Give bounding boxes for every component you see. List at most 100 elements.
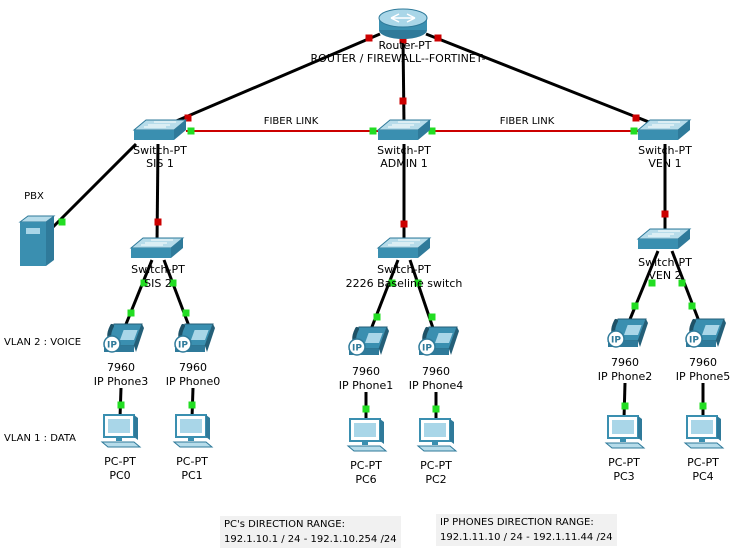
phone-model-label: 7960 [611, 356, 639, 369]
fiber-link-label: FIBER LINK [264, 116, 319, 127]
pc-name-label: PC2 [425, 473, 446, 486]
port-status-indicator [388, 279, 396, 287]
switch-name-label-ven1: VEN 1 [648, 157, 681, 170]
pc-range-title: PC's DIRECTION RANGE: [224, 519, 345, 530]
port-status-indicator [182, 309, 190, 317]
port-status-indicator [117, 401, 125, 409]
switch-type-label: Switch-PT [377, 263, 431, 276]
vlan-voice-label: VLAN 2 : VOICE [4, 337, 81, 348]
phone-name-label: IP Phone2 [598, 370, 652, 383]
switch-name-label-baseline: 2226 Baseline switch [346, 277, 463, 290]
port-status-indicator [428, 127, 436, 135]
port-status-indicator [648, 279, 656, 287]
phone-model-label: 7960 [422, 365, 450, 378]
pc-name-label: PC0 [109, 469, 130, 482]
switch-type-label: Switch-PT [638, 256, 692, 269]
phone-name-label: IP Phone4 [409, 379, 463, 392]
port-status-indicator [434, 34, 442, 42]
port-status-indicator [632, 114, 640, 122]
pc-icon[interactable] [417, 418, 457, 452]
router-to-admin1-link [401, 37, 406, 125]
pc-name-label: PC1 [181, 469, 202, 482]
switch-icon-ven2[interactable] [637, 228, 691, 250]
port-status-indicator [621, 402, 629, 410]
port-status-indicator [373, 313, 381, 321]
phone-name-label: IP Phone1 [339, 379, 393, 392]
port-status-indicator [678, 279, 686, 287]
router-name-label: ROUTER / FIREWALL--FORTINET-- [311, 52, 490, 65]
phone-name-label: IP Phone3 [94, 375, 148, 388]
ip-phone-icon[interactable] [173, 322, 217, 354]
links-layer [46, 32, 705, 422]
switch-type-label: Switch-PT [131, 263, 185, 276]
switch-to-phone-link [624, 250, 660, 330]
port-status-indicator [140, 279, 148, 287]
phone-model-label: 7960 [107, 361, 135, 374]
switch-icon-admin1[interactable] [377, 119, 431, 141]
pc-icon[interactable] [605, 415, 645, 449]
port-status-indicator [154, 218, 162, 226]
phone-name-label: IP Phone5 [676, 370, 730, 383]
port-status-indicator [362, 405, 370, 413]
switch-name-label-ven2: VEN 2 [648, 269, 681, 282]
ip-phone-icon[interactable] [417, 325, 461, 357]
port-status-indicator [631, 302, 639, 310]
switch-icon-sis2[interactable] [130, 237, 184, 259]
ip-phone-icon[interactable] [684, 317, 728, 349]
pbx-label: PBX [24, 191, 44, 202]
pc-name-label: PC6 [355, 473, 376, 486]
switch-icon-baseline[interactable] [377, 237, 431, 259]
router-to-ven1-link [425, 32, 665, 130]
ip-phone-icon[interactable] [347, 325, 391, 357]
port-status-indicator [184, 114, 192, 122]
router-type-label: Router-PT [378, 39, 431, 52]
pc-icon[interactable] [101, 414, 141, 448]
pc-type-label: PC-PT [176, 455, 208, 468]
pc-icon[interactable] [347, 418, 387, 452]
port-status-indicator [630, 127, 638, 135]
ip-phone-icon[interactable] [606, 317, 650, 349]
router-to-sis1-link [159, 32, 381, 130]
port-status-indicator [187, 127, 195, 135]
router-icon[interactable] [378, 8, 428, 40]
switch-to-phone-link [408, 259, 438, 338]
switch-icon-sis1[interactable] [133, 119, 187, 141]
devices-layer: Router-PT ROUTER / FIREWALL--FORTINET-- … [4, 8, 730, 486]
pc-icon[interactable] [684, 415, 724, 449]
pc-direction-range-note: PC's DIRECTION RANGE: 192.1.10.1 / 24 - … [220, 516, 401, 548]
vlan-data-label: VLAN 1 : DATA [4, 433, 76, 444]
switch-name-label-admin1: ADMIN 1 [380, 157, 427, 170]
phone-name-label: IP Phone0 [166, 375, 220, 388]
port-status-indicator [188, 401, 196, 409]
phone-model-label: 7960 [689, 356, 717, 369]
pc-type-label: PC-PT [104, 455, 136, 468]
pc-type-label: PC-PT [687, 456, 719, 469]
port-status-indicator [699, 402, 707, 410]
port-status-indicator [365, 34, 373, 42]
pbx-server-icon[interactable] [19, 215, 55, 267]
sis1-to-sis2-link [155, 143, 160, 245]
pc-range-value: 192.1.10.1 / 24 - 192.1.10.254 /24 [224, 534, 397, 545]
ip-phone-icon[interactable] [102, 322, 146, 354]
port-status-indicator [428, 313, 436, 321]
switch-icon-ven1[interactable] [637, 119, 691, 141]
switch-name-label-sis1: SIS 1 [146, 157, 174, 170]
switch-to-phone-link [670, 250, 704, 330]
port-status-indicator [432, 405, 440, 413]
port-status-indicator [399, 36, 407, 44]
port-status-indicator [414, 279, 422, 287]
phone-model-label: 7960 [179, 361, 207, 374]
switch-to-phone-link [366, 259, 400, 338]
pc-icon[interactable] [173, 414, 213, 448]
phone-to-pc-link [622, 382, 627, 420]
port-status-indicator [400, 220, 408, 228]
sis1-to-pbx-link [46, 142, 138, 234]
phone-range-value: 192.1.11.10 / 24 - 192.1.11.44 /24 [440, 532, 613, 543]
pc-name-label: PC4 [692, 470, 713, 483]
switch-type-label: Switch-PT [133, 144, 187, 157]
pc-name-label: PC3 [613, 470, 634, 483]
phone-direction-range-note: IP PHONES DIRECTION RANGE: 192.1.11.10 /… [436, 514, 617, 546]
switch-name-label-sis2: SIS 2 [144, 277, 172, 290]
port-status-indicator [169, 279, 177, 287]
